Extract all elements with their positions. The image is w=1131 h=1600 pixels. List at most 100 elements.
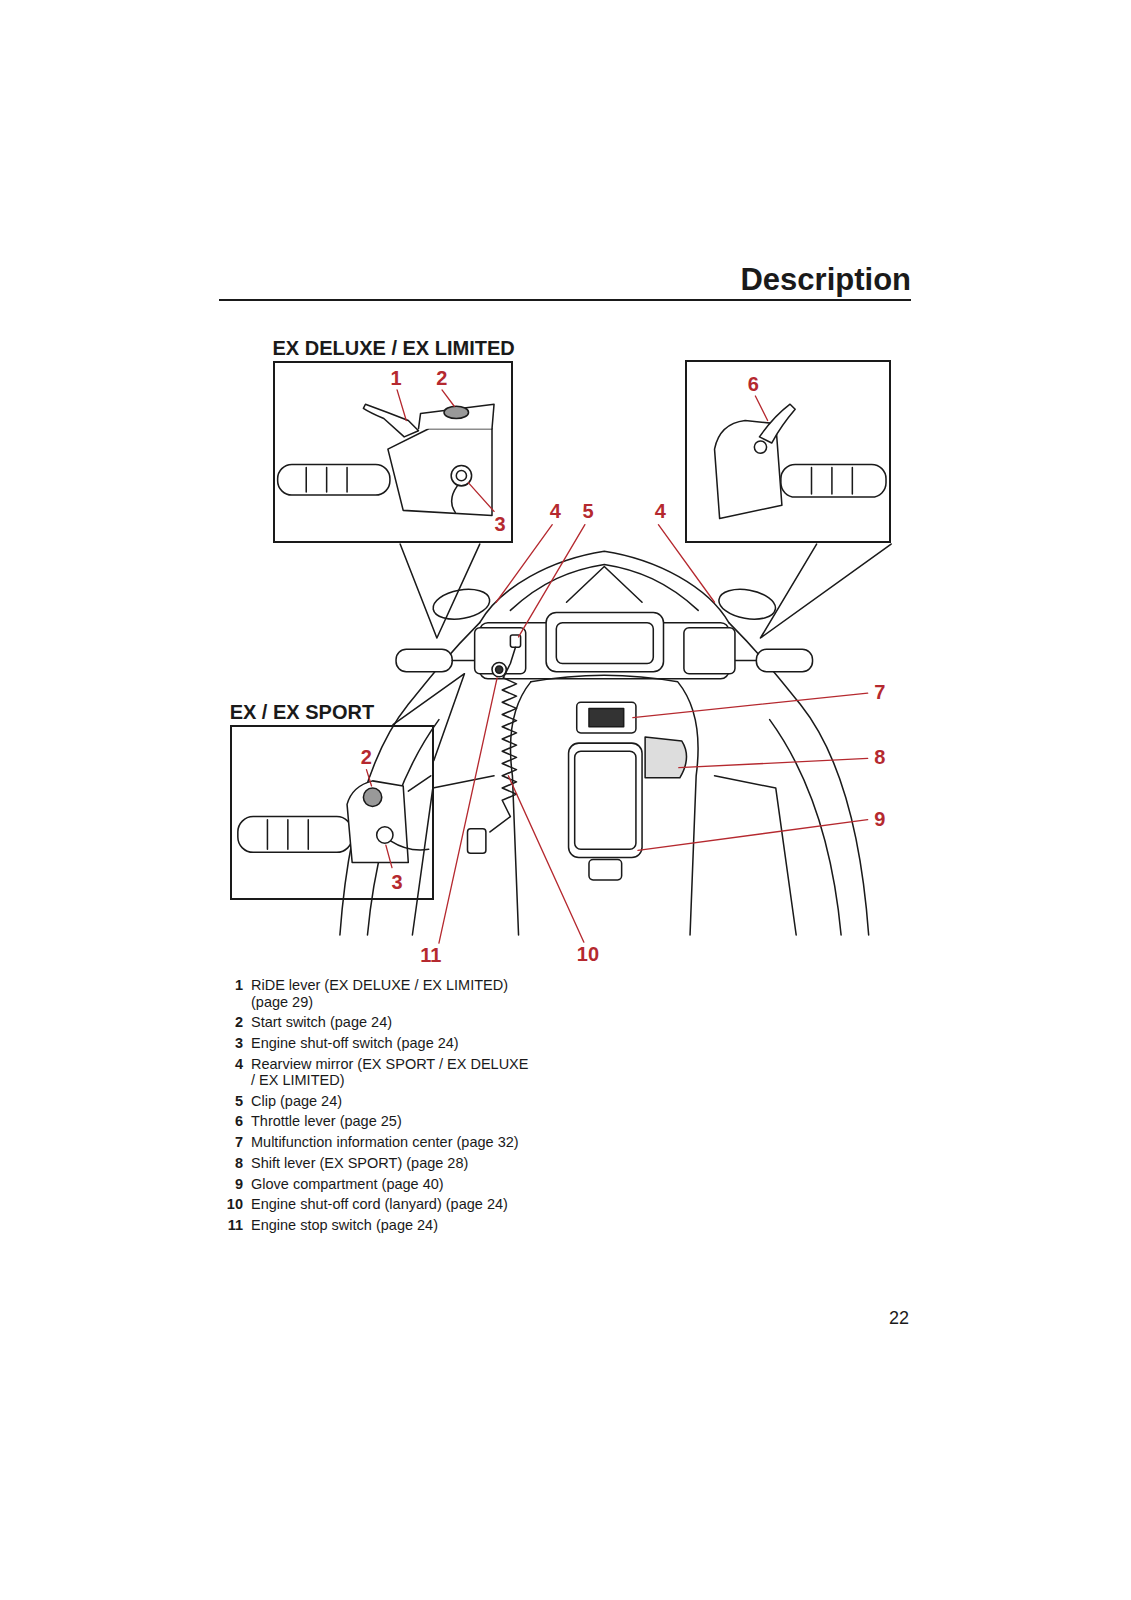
compartment-latch bbox=[589, 859, 622, 879]
leader-line bbox=[386, 845, 392, 867]
leader-line bbox=[755, 396, 767, 420]
item-text: Shift lever (EX SPORT) (page 28) bbox=[251, 1155, 533, 1172]
hull-outline bbox=[729, 623, 869, 935]
switch-housing bbox=[347, 781, 408, 863]
item-number: 11 bbox=[216, 1217, 243, 1234]
callout-number: 1 bbox=[390, 367, 401, 389]
handlebar bbox=[408, 776, 430, 791]
grip bbox=[278, 464, 390, 495]
item-number: 6 bbox=[216, 1113, 243, 1130]
switch-housing bbox=[388, 429, 492, 516]
cowl-peak bbox=[567, 567, 643, 603]
callout-number: 3 bbox=[391, 871, 402, 893]
list-item: 3 Engine shut-off switch (page 24) bbox=[216, 1035, 533, 1052]
instrument-housing bbox=[546, 612, 663, 671]
item-number: 1 bbox=[216, 977, 243, 1010]
start-switch bbox=[363, 788, 381, 806]
lanyard-clip bbox=[468, 829, 486, 853]
glove-compartment-lid bbox=[575, 751, 636, 849]
inset-pointer bbox=[760, 544, 891, 638]
model-heading: EX / EX SPORT bbox=[230, 700, 374, 724]
list-item: 10 Engine shut-off cord (lanyard) (page 2… bbox=[216, 1196, 533, 1213]
engine-stop-switch bbox=[496, 666, 503, 673]
callout-number: 7 bbox=[874, 681, 885, 703]
list-item: 5 Clip (page 24) bbox=[216, 1093, 533, 1110]
callout-number: 3 bbox=[495, 513, 506, 535]
inset-box: 6 bbox=[685, 360, 891, 543]
mirror bbox=[431, 585, 492, 623]
footwell-line bbox=[715, 776, 797, 935]
leader-line bbox=[638, 820, 868, 851]
console-outline bbox=[531, 675, 698, 935]
leader-line bbox=[469, 483, 495, 512]
item-number: 4 bbox=[216, 1056, 243, 1089]
footwell-line bbox=[412, 776, 494, 935]
switch-housing-top bbox=[419, 404, 495, 428]
grip-rib bbox=[306, 468, 347, 492]
callout-number: 11 bbox=[420, 944, 441, 966]
callout-number: 10 bbox=[577, 943, 599, 965]
item-number: 5 bbox=[216, 1093, 243, 1110]
lanyard bbox=[391, 841, 429, 850]
list-item: 6 Throttle lever (page 25) bbox=[216, 1113, 533, 1130]
leader-line bbox=[366, 770, 371, 786]
item-text: RiDE lever (EX DELUXE / EX LIMITED) (pag… bbox=[251, 977, 533, 1010]
header-rule bbox=[219, 299, 911, 301]
list-item: 2Start switch (page 24) bbox=[216, 1014, 533, 1031]
grip bbox=[781, 464, 886, 497]
grip-rib bbox=[267, 820, 308, 850]
grip bbox=[238, 817, 352, 853]
model-heading: EX DELUXE / EX LIMITED bbox=[273, 336, 515, 360]
switch-housing bbox=[475, 628, 526, 674]
inset-pointer bbox=[400, 544, 480, 638]
item-text: Clip (page 24) bbox=[251, 1093, 533, 1110]
shift-lever bbox=[645, 737, 686, 778]
item-text: Engine shut-off switch (page 24) bbox=[251, 1035, 533, 1052]
page-title: Description bbox=[740, 262, 911, 298]
instrument-face bbox=[556, 623, 653, 664]
leader-line bbox=[679, 758, 868, 767]
leader-line bbox=[519, 525, 585, 637]
item-number: 3 bbox=[216, 1035, 243, 1052]
leader-line bbox=[442, 390, 454, 406]
callout-number: 5 bbox=[582, 500, 593, 522]
glove-compartment bbox=[569, 743, 642, 857]
leader-line bbox=[496, 525, 552, 603]
throttle-lever bbox=[759, 404, 795, 443]
inset-pointer bbox=[393, 674, 464, 761]
inset-box: EX DELUXE / EX LIMITED123 bbox=[273, 361, 514, 543]
list-item: 4Rearview mirror (EX SPORT / EX DELUXE /… bbox=[216, 1056, 533, 1089]
lanyard-coil bbox=[490, 647, 517, 832]
item-text: Multifunction information center (page 3… bbox=[251, 1134, 533, 1151]
leader-line bbox=[633, 693, 868, 717]
item-text: Start switch (page 24) bbox=[251, 1014, 533, 1031]
list-item: 11 Engine stop switch (page 24) bbox=[216, 1217, 533, 1234]
item-text: Engine shut-off cord (lanyard) (page 24) bbox=[251, 1196, 533, 1213]
item-text: Throttle lever (page 25) bbox=[251, 1113, 533, 1130]
shutoff-switch bbox=[456, 471, 466, 481]
item-text: Engine stop switch (page 24) bbox=[251, 1217, 533, 1234]
switch-housing bbox=[684, 628, 735, 674]
item-number: 7 bbox=[216, 1134, 243, 1151]
callout-number: 9 bbox=[874, 808, 885, 830]
inset-box: EX / EX SPORT23 bbox=[230, 725, 434, 901]
start-switch bbox=[444, 406, 468, 418]
list-item: 7 Multifunction information center (page … bbox=[216, 1134, 533, 1151]
info-display bbox=[589, 708, 624, 726]
list-item: 8 Shift lever (EX SPORT) (page 28) bbox=[216, 1155, 533, 1172]
grip bbox=[756, 649, 812, 671]
item-text: Glove compartment (page 40) bbox=[251, 1176, 533, 1193]
leader-line bbox=[397, 390, 406, 421]
pivot bbox=[754, 441, 766, 453]
parts-list: 1RiDE lever (EX DELUXE / EX LIMITED) (pa… bbox=[216, 977, 533, 1238]
callout-number: 6 bbox=[748, 373, 759, 395]
callout-number: 8 bbox=[874, 746, 885, 768]
leader-line bbox=[439, 678, 497, 943]
item-number: 8 bbox=[216, 1155, 243, 1172]
grip bbox=[396, 649, 452, 671]
hull-outline bbox=[340, 623, 480, 935]
item-number: 10 bbox=[216, 1196, 243, 1213]
list-item: 1RiDE lever (EX DELUXE / EX LIMITED) (pa… bbox=[216, 977, 533, 1010]
